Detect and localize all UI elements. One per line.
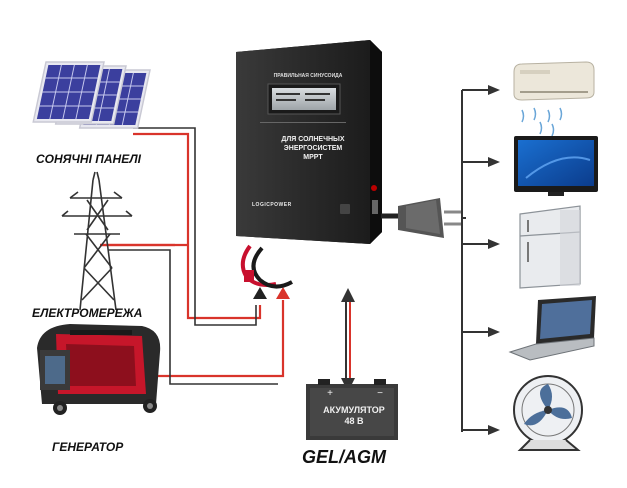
battery-type-label: GEL/AGM [302, 447, 386, 467]
battery-link [345, 300, 351, 380]
solar-panels [32, 61, 151, 129]
inverter-title: ДЛЯ СОЛНЕЧНЫХ ЭНЕРГОСИСТЕМ MPPT [258, 135, 368, 162]
battery-up-arrow [341, 288, 355, 302]
solar-input-line [133, 132, 262, 320]
generator-label: ГЕНЕРАТОР [52, 440, 124, 454]
battery-voltage: 48 В [344, 416, 364, 426]
inverter-waveform-text: ПРАВИЛЬНАЯ СИНУСОИДА [273, 73, 343, 79]
grid-label: ЕЛЕКТРОМЕРЕЖА [32, 306, 143, 320]
battery-title: АКУМУЛЯТОР [323, 405, 385, 415]
output-arrows [462, 85, 500, 435]
power-plug-icon [381, 198, 462, 238]
inverter-cables [240, 244, 293, 289]
inverter-input-arrow-b [276, 287, 290, 299]
fan-icon [513, 375, 583, 451]
input-lines [100, 132, 285, 378]
grid-input-line-dark [108, 249, 278, 385]
air-conditioner-icon [513, 61, 595, 137]
battery-label: АКУМУЛЯТОР 48 В [310, 405, 398, 427]
solar-panels-label: СОНЯЧНІ ПАНЕЛІ [36, 152, 141, 166]
inverter-input-arrow-a [253, 287, 267, 299]
television-icon [514, 136, 598, 196]
generator-icon [37, 324, 161, 415]
svg-text:−: − [377, 388, 383, 399]
battery-icon: + − [306, 379, 398, 440]
refrigerator-icon [519, 205, 581, 289]
svg-text:+: + [327, 388, 333, 399]
laptop-icon [508, 296, 596, 361]
output-bus [461, 90, 466, 432]
inverter-unit [236, 40, 382, 244]
generator-input-line [150, 300, 285, 378]
input-lines-dark [108, 127, 278, 385]
solar-input-line-dark [133, 127, 257, 326]
solar-panel-front [32, 61, 105, 123]
inverter-title-line3: MPPT [303, 154, 323, 161]
inverter-title-line1: ДЛЯ СОЛНЕЧНЫХ [281, 136, 345, 143]
inverter-brand-logo: LOGICPOWER [252, 202, 292, 208]
power-tower-icon [61, 171, 133, 311]
inverter-title-line2: ЭНЕРГОСИСТЕМ [283, 145, 343, 152]
